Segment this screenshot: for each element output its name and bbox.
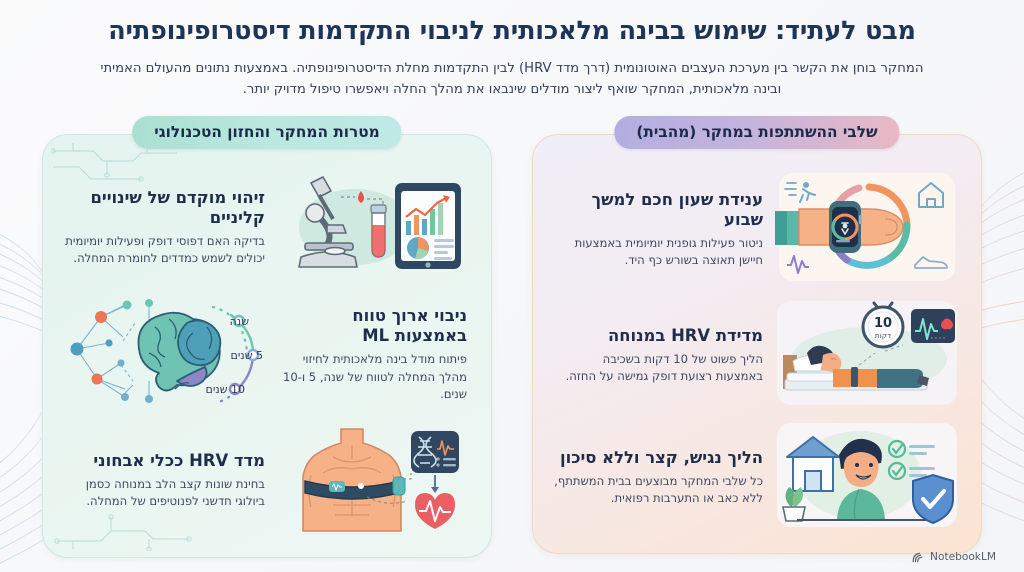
item-description: בדיקה האם דפוסי דופק ופעילות יומיומית יכ… <box>65 233 265 266</box>
chest-strap-illustration <box>275 423 471 537</box>
notebooklm-logo-icon <box>912 552 923 562</box>
home-participant-illustration <box>773 421 961 533</box>
item-description: כל שלבי המחקר מבוצעים בבית המשתתף, ללא כ… <box>554 473 763 505</box>
smartwatch-hand-illustration <box>773 169 961 289</box>
page-subtitle: המחקר בוחן את הקשר בין מערכת העצבים האוט… <box>100 60 924 97</box>
microscope-tablet-illustration <box>275 169 471 285</box>
item-title: זיהוי מוקדם של שינויים קליניים <box>90 187 265 227</box>
list-item[interactable]: זיהוי מוקדם של שינויים קליניים בדיקה האם… <box>59 165 475 289</box>
footer: NotebookLM <box>0 551 1024 563</box>
list-item[interactable]: מדד HRV ככלי אבחוני בחינת שונות קצב הלב … <box>59 419 475 541</box>
watermark-label: NotebookLM <box>930 551 996 563</box>
resting-measurement-illustration: 10 דקות <box>773 297 961 413</box>
brain-network-illustration: שנה 5 שנים 10 שנים <box>63 293 277 415</box>
svg-text:דקות: דקות <box>875 331 891 340</box>
item-title: ניבוי ארוך טווח באמצעות ML <box>352 306 467 346</box>
svg-text:שנה: שנה <box>230 315 250 328</box>
panel-participation-stages: שלבי ההשתתפות במחקר (מהבית) <box>532 116 982 555</box>
svg-text:10 שנים: 10 שנים <box>206 383 245 396</box>
item-title: מדד HRV ככלי אבחוני <box>93 450 265 470</box>
notebooklm-watermark: NotebookLM <box>912 551 996 563</box>
panel-badge-participation: שלבי ההשתתפות במחקר (מהבית) <box>614 116 900 150</box>
page-title: מבט לעתיד: שימוש בבינה מלאכותית לניבוי ה… <box>108 16 916 46</box>
item-title: הליך נגיש, קצר וללא סיכון <box>559 447 763 467</box>
svg-text:5 שנים: 5 שנים <box>231 349 263 362</box>
item-description: פיתוח מודל בינה מלאכותית לחיזוי מהלך המח… <box>283 352 467 401</box>
item-title: ענידת שעון חכם למשך שבוע <box>591 189 763 229</box>
list-item[interactable]: הליך נגיש, קצר וללא סיכון כל שלבי המחקר … <box>549 417 965 537</box>
list-item[interactable]: שנה 5 שנים 10 שנים ניבוי ארוך טווח באמצע… <box>59 289 475 419</box>
item-description: בחינת שונות קצב הלב במנוחה כסמן ביולוגי … <box>85 476 265 508</box>
list-item[interactable]: ענידת שעון חכם למשך שבוע ניטור פעילות גו… <box>549 165 965 293</box>
svg-text:10: 10 <box>874 316 892 331</box>
item-description: הליך פשוט של 10 דקות בשכיבה באמצעות רצוע… <box>565 351 763 383</box>
list-item[interactable]: 10 דקות מדידת HRV <box>549 293 965 417</box>
panels-container: שלבי ההשתתפות במחקר (מהבית) <box>0 100 1024 559</box>
item-title: מדידת HRV במנוחה <box>607 325 763 345</box>
panel-badge-research-goals: מטרות המחקר והחזון הטכנולוגי <box>132 116 402 150</box>
item-description: ניטור פעילות גופנית יומיומית באמצעות חיי… <box>574 235 763 268</box>
panel-body-research-goals: זיהוי מוקדם של שינויים קליניים בדיקה האם… <box>42 134 492 559</box>
page-header: מבט לעתיד: שימוש בבינה מלאכותית לניבוי ה… <box>0 0 1024 100</box>
panel-body-participation: ענידת שעון חכם למשך שבוע ניטור פעילות גו… <box>532 134 982 555</box>
panel-research-goals: מטרות המחקר והחזון הטכנולוגי <box>42 116 492 559</box>
